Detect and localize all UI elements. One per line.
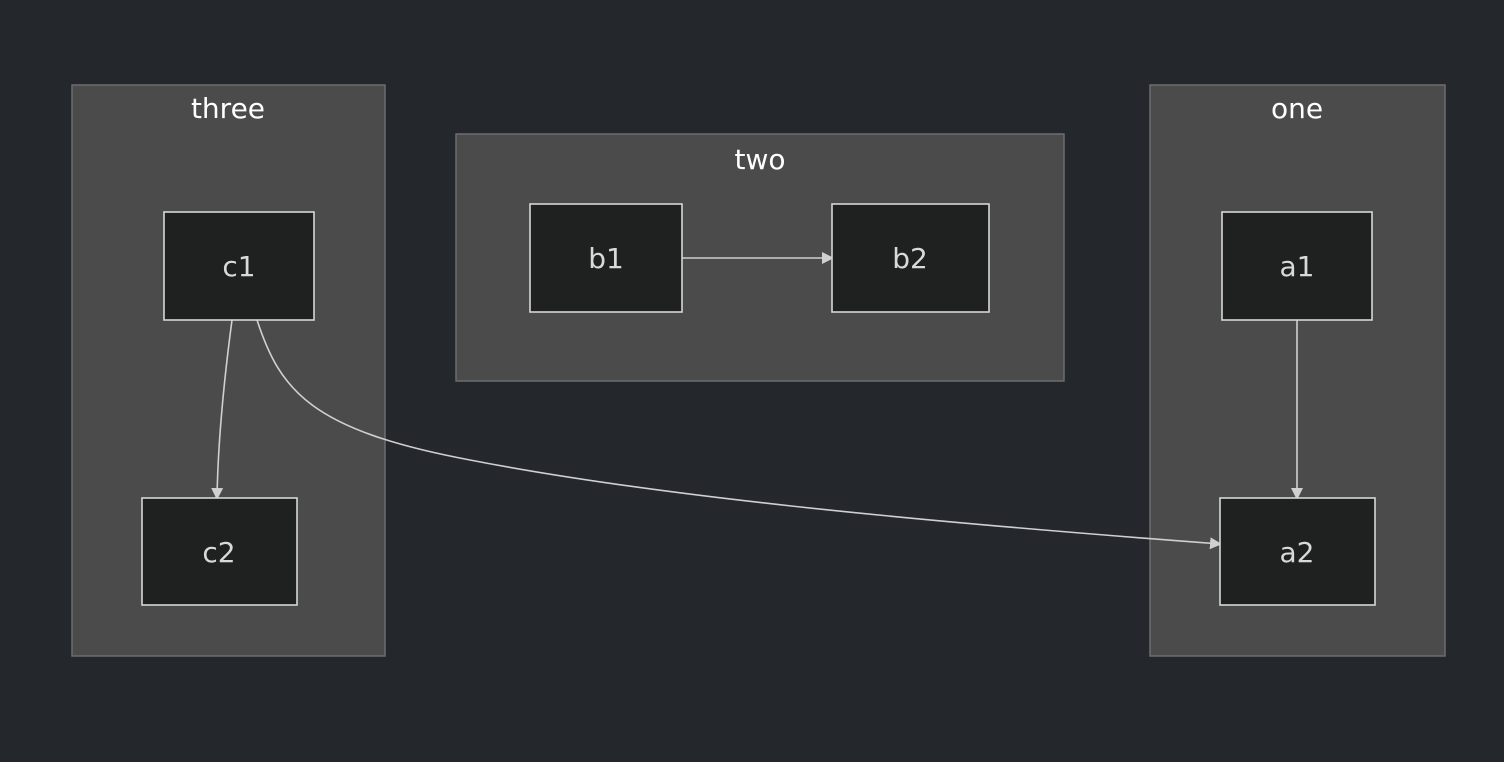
node-b1-label: b1 <box>588 242 624 275</box>
node-a1-box[interactable] <box>1221 211 1373 321</box>
node-a2-box[interactable] <box>1219 497 1376 606</box>
edge-c1-c2 <box>211 319 233 500</box>
node-a1-label: a1 <box>1280 250 1315 283</box>
node-c1-label: c1 <box>222 250 255 283</box>
node-b2-label: b2 <box>892 242 928 275</box>
node-a2-label: a2 <box>1280 536 1315 569</box>
node-c2[interactable]: c2 <box>141 497 298 606</box>
node-a2[interactable]: a2 <box>1219 497 1376 606</box>
node-b2[interactable]: b2 <box>831 203 990 313</box>
cluster-two-label: two <box>734 143 785 176</box>
node-c1-box[interactable] <box>163 211 315 321</box>
node-c1[interactable]: c1 <box>163 211 315 321</box>
node-b1-box[interactable] <box>529 203 683 313</box>
cluster-three-label: three <box>191 92 265 125</box>
node-b1[interactable]: b1 <box>529 203 683 313</box>
edge-c1-a2 <box>256 319 1222 550</box>
node-b2-box[interactable] <box>831 203 990 313</box>
node-a1[interactable]: a1 <box>1221 211 1373 321</box>
node-c2-label: c2 <box>202 536 235 569</box>
node-c2-box[interactable] <box>141 497 298 606</box>
cluster-one-label: one <box>1271 92 1323 125</box>
